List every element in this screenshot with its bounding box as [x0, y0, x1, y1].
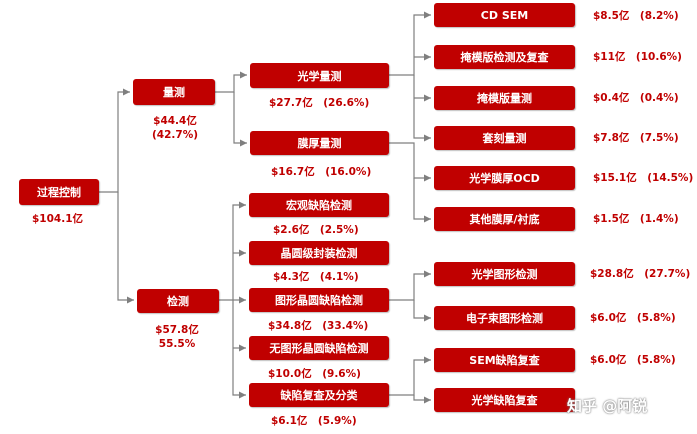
value-measurement: $44.4亿 — [153, 115, 197, 127]
value-mask-metrology: $0.4亿 (0.4%) — [593, 92, 679, 104]
value-process-control: $104.1亿 — [32, 213, 84, 225]
node-optical-pattern-inspection: 光学图形检测 — [434, 262, 575, 286]
value-optical-film-ocd: $15.1亿 (14.5%) — [593, 172, 694, 184]
node-overlay-metrology: 套刻量测 — [434, 126, 575, 150]
node-optical-measurement: 光学量测 — [250, 63, 389, 88]
value-wafer-level-packaging: $4.3亿 (4.1%) — [273, 271, 359, 283]
value-film-measurement: $16.7亿 (16.0%) — [271, 166, 372, 178]
node-other-film-substrate: 其他膜厚/衬底 — [434, 207, 575, 231]
share-inspection: 55.5% — [158, 338, 196, 350]
value-unpatterned-wafer-inspection: $10.0亿 (9.6%) — [268, 368, 361, 380]
node-process-control: 过程控制 — [19, 179, 99, 205]
value-macro-defect-inspection: $2.6亿 (2.5%) — [273, 224, 359, 236]
node-measurement: 量测 — [133, 79, 215, 105]
value-optical-pattern-inspection: $28.8亿 (27.7%) — [590, 268, 691, 280]
node-film-measurement: 膜厚量测 — [250, 131, 389, 155]
node-inspection: 检测 — [137, 289, 219, 313]
node-wafer-level-packaging: 晶圆级封装检测 — [249, 241, 389, 265]
value-other-film-substrate: $1.5亿 (1.4%) — [593, 213, 679, 225]
node-sem-defect-review: SEM缺陷复查 — [434, 348, 575, 372]
value-mask-inspection: $11亿 (10.6%) — [593, 51, 682, 63]
node-macro-defect-inspection: 宏观缺陷检测 — [249, 193, 389, 217]
node-optical-film-ocd: 光学膜厚OCD — [434, 166, 575, 190]
value-overlay-metrology: $7.8亿 (7.5%) — [593, 132, 679, 144]
value-defect-review-classification: $6.1亿 (5.9%) — [271, 415, 357, 427]
node-unpatterned-wafer-inspection: 无图形晶圆缺陷检测 — [249, 336, 389, 360]
value-ebeam-pattern-inspection: $6.0亿 (5.8%) — [590, 312, 676, 324]
node-mask-inspection: 掩模版检测及复查 — [434, 45, 575, 69]
watermark: 知乎 @阿锐 — [567, 397, 648, 415]
value-inspection: $57.8亿 — [155, 324, 199, 336]
node-mask-metrology: 掩模版量测 — [434, 86, 575, 110]
node-ebeam-pattern-inspection: 电子束图形检测 — [434, 306, 575, 330]
node-optical-defect-review: 光学缺陷复查 — [434, 388, 575, 412]
node-defect-review-classification: 缺陷复查及分类 — [249, 383, 389, 407]
value-optical-measurement: $27.7亿 (26.6%) — [269, 97, 370, 109]
node-cd-sem: CD SEM — [434, 3, 575, 27]
value-sem-defect-review: $6.0亿 (5.8%) — [590, 354, 676, 366]
node-patterned-wafer-inspection: 图形晶圆缺陷检测 — [249, 288, 389, 312]
value-patterned-wafer-inspection: $34.8亿 (33.4%) — [268, 320, 369, 332]
value-cd-sem: $8.5亿 (8.2%) — [593, 10, 679, 22]
share-measurement: (42.7%) — [151, 129, 199, 141]
